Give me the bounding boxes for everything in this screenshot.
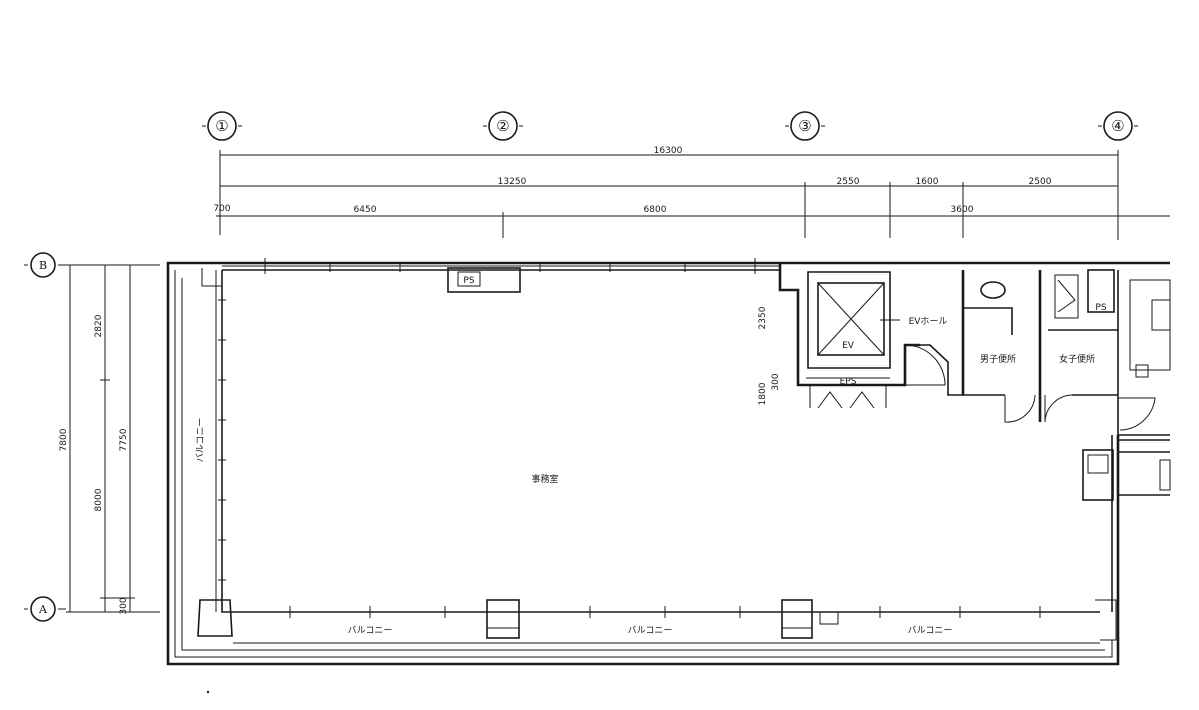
label-balcony-bottom-1: バルコニー xyxy=(348,625,393,636)
outer-walls xyxy=(166,261,1170,666)
dim-left-bottom: 300 xyxy=(119,597,129,614)
top-fixture: PS xyxy=(447,267,521,293)
dim-elev-1: 2350 xyxy=(758,306,768,329)
dim-left-total: 7800 xyxy=(59,428,69,451)
grid-label-a: A xyxy=(38,603,48,616)
dim-row3-d: 3600 xyxy=(951,205,974,215)
dim-left-mid: 7750 xyxy=(119,428,129,451)
label-ps-2: PS xyxy=(1095,303,1106,313)
dim-elev-2: 1800 xyxy=(758,382,768,405)
grid-axis-b: B xyxy=(24,252,66,278)
elevator-shaft: EV xyxy=(817,282,885,356)
bottom-columns xyxy=(289,599,1041,639)
dim-row3-a: 700 xyxy=(213,204,230,214)
dim-row3-c: 6800 xyxy=(644,205,667,215)
grid-axis-2: ② xyxy=(483,111,523,141)
core-area: EV EPS EVホール 2350 1800 300 PS xyxy=(758,263,1171,501)
grid-label-b: B xyxy=(39,259,47,272)
dim-left-lower: 8000 xyxy=(94,488,104,511)
dim-row3-b: 6450 xyxy=(354,205,377,215)
label-balcony-left: バルコニー xyxy=(195,418,206,463)
grid-axis-3: ③ xyxy=(785,111,825,141)
dim-sub-b-2: 1600 xyxy=(916,177,939,187)
dim-sub-a: 13250 xyxy=(498,177,527,187)
grid-axis-4: ④ xyxy=(1098,111,1138,141)
window-ticks-left xyxy=(218,299,226,581)
grid-axis-rows: B A xyxy=(24,252,66,622)
grid-axis-1: ① xyxy=(202,111,242,141)
grid-label-3: ③ xyxy=(798,117,811,135)
dim-sub-b-3: 2500 xyxy=(1029,177,1052,187)
top-dimension-lines: 16300 13250 2550 1600 2500 700 6450 6800… xyxy=(213,146,1170,240)
window-ticks-top xyxy=(264,258,756,274)
label-balcony-bottom-3: バルコニー xyxy=(908,625,953,636)
label-ps: PS xyxy=(463,276,474,286)
grid-label-1: ① xyxy=(215,117,228,135)
grid-label-2: ② xyxy=(496,117,509,135)
dim-left-top: 2820 xyxy=(94,314,104,337)
left-dimension-lines: 7800 2820 7750 8000 300 xyxy=(59,264,160,615)
label-elevator-hall: EVホール xyxy=(909,316,948,327)
dim-elev-3: 300 xyxy=(771,373,781,390)
label-toilet-1: 男子便所 xyxy=(980,353,1016,365)
grid-axis-columns: ① ② ③ ④ xyxy=(202,111,1138,141)
label-toilet-2: 女子便所 xyxy=(1059,353,1095,365)
grid-axis-a: A xyxy=(24,596,66,622)
dim-overall: 16300 xyxy=(654,146,683,156)
label-main-room: 事務室 xyxy=(531,473,558,485)
label-balcony-bottom-2: バルコニー xyxy=(628,625,673,636)
grid-label-4: ④ xyxy=(1111,117,1124,135)
dim-sub-b-1: 2550 xyxy=(837,177,860,187)
label-mech: EPS xyxy=(840,377,857,387)
label-elevator: EV xyxy=(842,341,855,351)
